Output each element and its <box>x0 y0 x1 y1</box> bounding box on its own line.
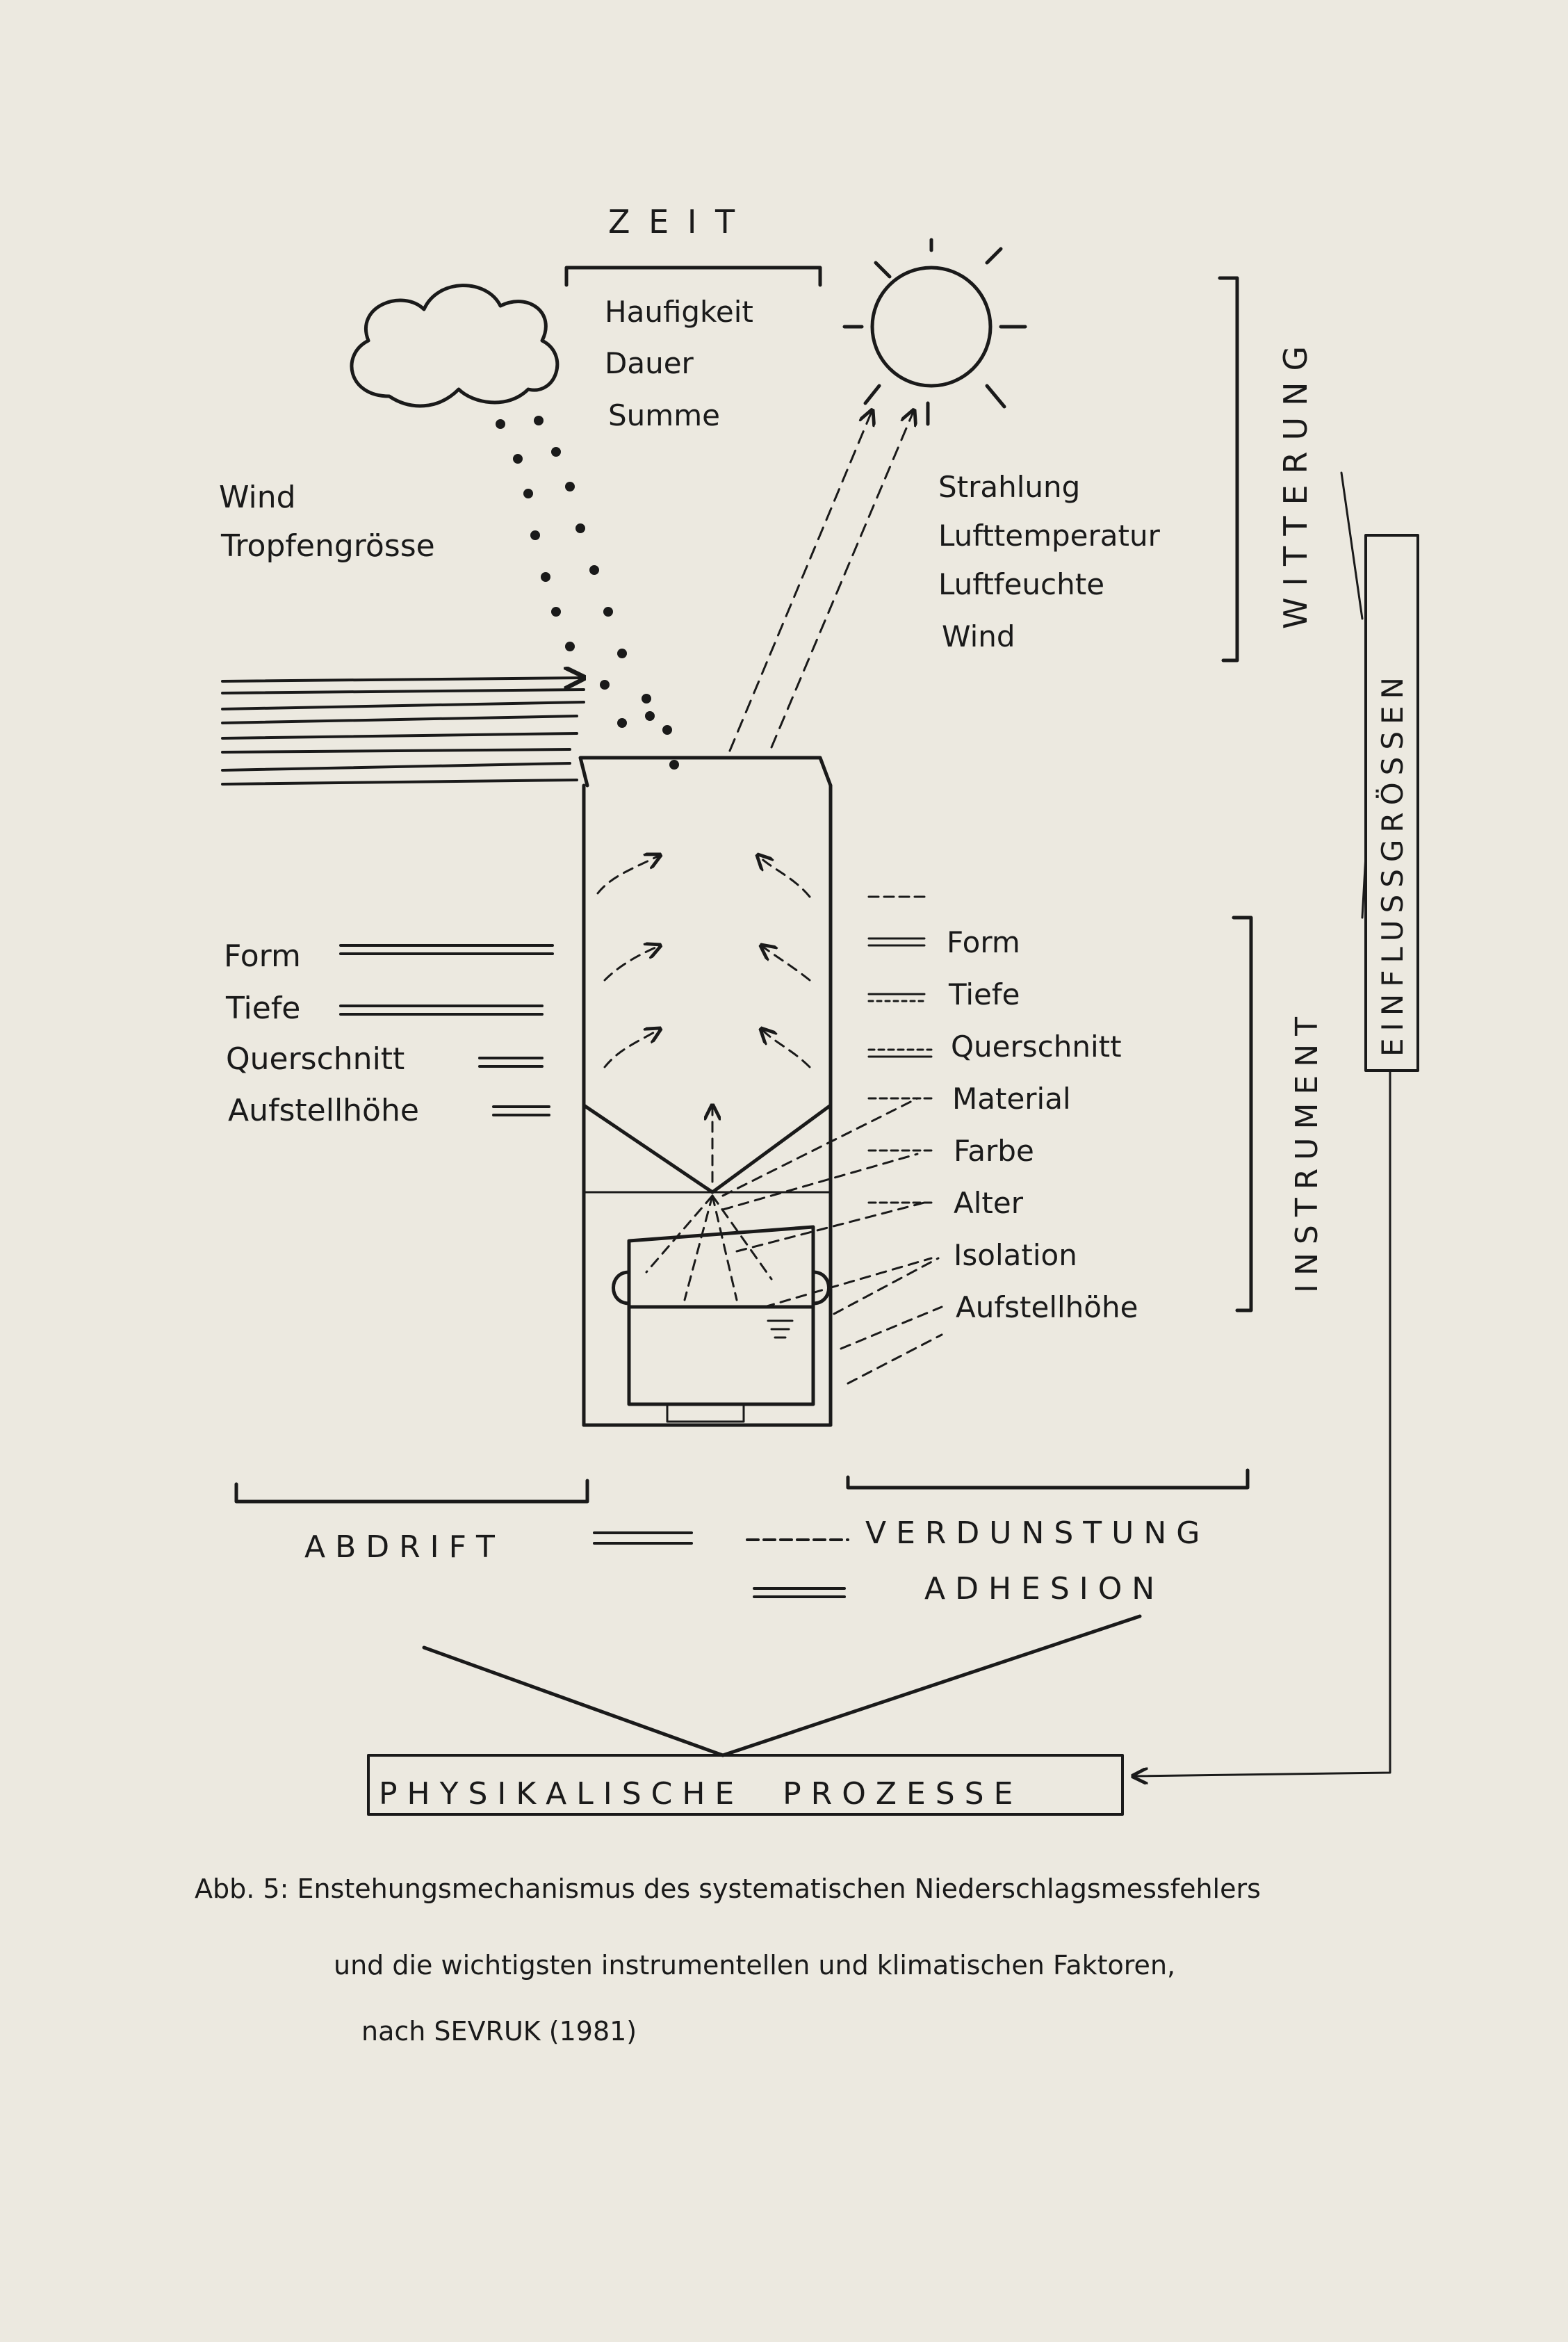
left-item-3: Aufstellhöhe <box>228 1093 419 1128</box>
zeit-bracket <box>564 266 822 287</box>
right-item-3: Material <box>952 1082 1071 1116</box>
zeit-item-0: Haufigkeit <box>605 295 753 329</box>
weather-item-0: Strahlung <box>938 470 1080 504</box>
tropfen-label: Tropfengrösse <box>220 528 435 564</box>
sun-icon <box>842 238 1027 426</box>
instrument-label: INSTRUMENT <box>1289 1009 1325 1293</box>
abdrift-label: A B D R I F T <box>304 1529 495 1565</box>
diagonal-dashes <box>721 1097 943 1385</box>
raindrops <box>496 416 679 770</box>
weather-item-3: Wind <box>942 619 1015 653</box>
right-item-5: Alter <box>954 1186 1024 1220</box>
right-item-6: Isolation <box>954 1238 1077 1272</box>
einfluss-label: EINFLUSSGRÖSSEN <box>1375 670 1410 1057</box>
prozesse-box <box>367 1754 1124 1816</box>
caption-line-1: Abb. 5: Enstehungsmechanismus des system… <box>195 1873 1261 1904</box>
einfluss-connector <box>1133 1069 1391 1776</box>
diagram: Z E I T Haufigkeit Dauer Summe Wind Trop… <box>219 203 1419 1816</box>
left-factor-lines <box>339 944 554 1116</box>
zeit-title: Z E I T <box>608 203 739 241</box>
left-item-1: Tiefe <box>225 991 300 1026</box>
converge-left <box>422 1645 725 1757</box>
adhesion-line <box>753 1587 846 1598</box>
prozesse-label: P H Y S I K A L I S C H E P R O Z E S S … <box>379 1776 1013 1812</box>
left-item-2: Querschnitt <box>226 1041 405 1077</box>
weather-item-2: Luftfeuchte <box>938 567 1104 601</box>
einfluss-box <box>1364 534 1419 1072</box>
einfluss-link-inst <box>1361 854 1367 919</box>
caption-line-2: und die wichtigsten instrumentellen und … <box>334 1950 1176 1981</box>
instrument-bracket <box>1232 916 1253 1312</box>
zeit-item-2: Summe <box>608 398 720 432</box>
converge-right <box>721 1614 1142 1757</box>
right-item-1: Tiefe <box>948 977 1020 1011</box>
abdrift-line <box>593 1531 693 1545</box>
wind-label-left: Wind <box>219 480 296 515</box>
right-item-4: Farbe <box>954 1134 1034 1168</box>
right-factor-lines <box>867 895 936 1204</box>
left-item-0: Form <box>224 938 301 974</box>
witterung-label: WITTERUNG <box>1277 335 1314 629</box>
zeit-item-1: Dauer <box>605 346 694 380</box>
adhesion-label: A D H E S I O N <box>924 1571 1154 1607</box>
right-item-7: Aufstellhöhe <box>956 1290 1138 1324</box>
cloud-icon <box>350 284 560 408</box>
right-item-2: Querschnitt <box>951 1030 1122 1064</box>
weather-item-1: Lufttemperatur <box>938 519 1161 553</box>
rain-gauge <box>578 756 833 1427</box>
verdunstung-label: V E R D U N S T U N G <box>865 1515 1200 1551</box>
right-item-0: Form <box>947 925 1020 959</box>
wind-lines <box>221 678 584 786</box>
witterung-bracket <box>1218 276 1239 662</box>
air-flow <box>596 855 811 1301</box>
abdrift-bracket <box>234 1479 589 1504</box>
einfluss-link-top <box>1340 471 1364 620</box>
caption-line-3: nach SEVRUK (1981) <box>361 2016 637 2047</box>
radiation-arrows <box>728 410 914 752</box>
verdunstung-bracket <box>846 1468 1250 1490</box>
